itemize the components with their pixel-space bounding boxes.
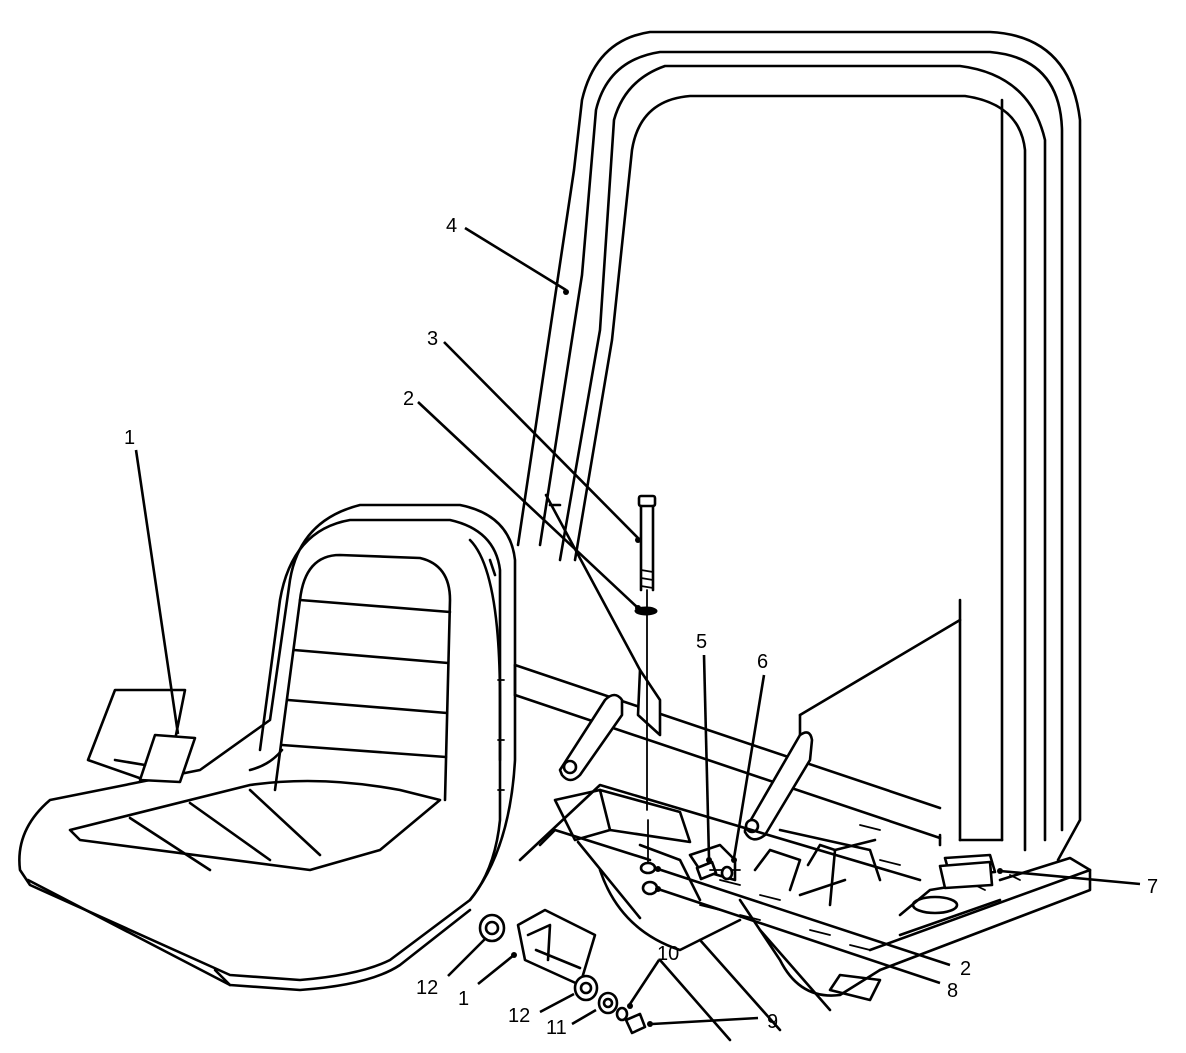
callout-12-right: 12 (508, 1005, 530, 1027)
callout-labels: 1 1 2 2 3 4 5 6 7 8 9 10 11 12 12 (124, 215, 1158, 1039)
chassis-frame (518, 783, 1092, 1042)
callout-5: 5 (696, 631, 707, 653)
left-mount-bracket (558, 668, 662, 782)
hardware-nuts (639, 819, 659, 896)
seat-belt-upper (86, 688, 197, 784)
callout-1-buckle: 1 (458, 988, 469, 1010)
bolt-9 (624, 1012, 647, 1035)
callout-9: 9 (767, 1011, 778, 1033)
callout-7: 7 (1147, 876, 1158, 898)
seat-belt-buckle-lower (516, 908, 597, 987)
callout-3-bolt: 3 (427, 328, 438, 350)
callout-2-nut: 2 (960, 958, 971, 980)
leader-lines (134, 226, 1141, 1027)
long-bolt (637, 494, 657, 811)
callout-8: 8 (947, 980, 958, 1002)
seat (18, 503, 517, 992)
rollbar-foot-pad (938, 853, 997, 890)
callout-6: 6 (757, 651, 768, 673)
right-mount-bracket (743, 731, 814, 841)
hardware-lockwasher-6 (720, 865, 734, 881)
callout-11: 11 (546, 1017, 567, 1039)
callout-1-seatbelt: 1 (124, 427, 135, 449)
callout-12-left: 12 (416, 977, 438, 999)
roll-bar (516, 30, 1082, 862)
washer-12-left (478, 913, 506, 943)
callout-2-washer: 2 (403, 388, 414, 410)
washer-12-right (573, 974, 599, 1002)
callout-10: 10 (657, 943, 679, 965)
lockwasher-10 (615, 1006, 629, 1022)
callout-4-rollbar: 4 (446, 215, 457, 237)
washer-11 (597, 991, 619, 1015)
